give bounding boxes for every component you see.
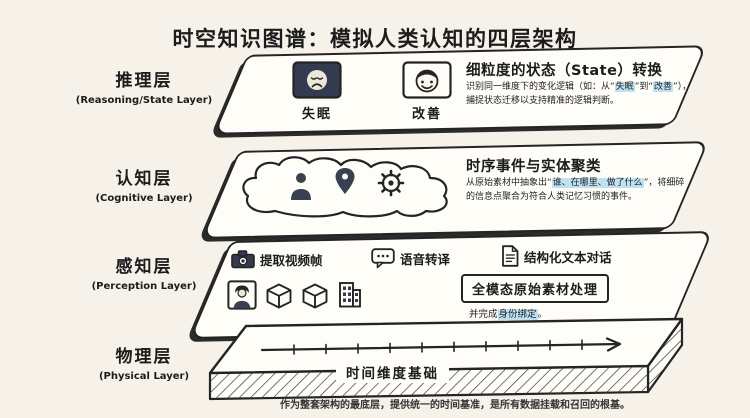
cognitive-description: 从原始素材中抽象出“谁、在哪里、做了什么”，将细碎的信息点聚合为符合人类记忆习惯… <box>466 177 686 205</box>
cognitive-layer-name-cn: 认知层 <box>115 169 173 189</box>
perception-layer-content: 提取视频帧 语音转译 结构化文本对话 <box>225 242 687 330</box>
timeline-axis <box>260 337 622 355</box>
desc-part: 识别同一维度下的变化逻辑（如：从“ <box>466 82 615 92</box>
cube-box-icon <box>302 283 328 309</box>
feature-structured-text: 结构化文本对话 <box>501 245 612 267</box>
note-part: 并完成 <box>469 309 498 320</box>
reasoning-heading: 细粒度的状态（State）转换 <box>466 63 663 79</box>
footer-note: 作为整套架构的最底层，提供统一的时间基准，是所有数据挂载和召回的根基。 <box>280 400 630 411</box>
physical-layer-name-en: (Physical Layer) <box>98 371 190 382</box>
desc-part: ”），捕捉状态迁移以支持精准的逻辑判断。 <box>466 82 692 106</box>
reasoning-layer-content: 失眠 改善 细粒度的状态（State）转换 识别同一维度下的变化逻辑（如：从“失… <box>240 56 692 126</box>
portrait-photo-icon <box>227 280 257 310</box>
state-from-label: 失眠 <box>301 107 332 122</box>
perception-layer-name-en: (Perception Layer) <box>91 281 197 292</box>
document-icon <box>502 245 519 267</box>
page-title: 时空知识图谱：模拟人类认知的四层架构 <box>172 27 578 52</box>
gear-icon <box>377 169 405 197</box>
cognitive-layer-content: 时序事件与实体聚类 从原始素材中抽象出“谁、在哪里、做了什么”，将细碎的信息点聚… <box>235 150 685 230</box>
note-part: 。 <box>537 309 548 320</box>
desc-part-highlight: 失眠 <box>614 82 635 92</box>
feature-label: 提取视频帧 <box>260 253 323 268</box>
perception-layer-name-cn: 感知层 <box>115 257 173 277</box>
person-icon <box>291 173 311 200</box>
improved-face-icon <box>402 61 452 99</box>
reasoning-description: 识别同一维度下的变化逻辑（如：从“失眠”到“改善”），捕捉状态迁移以支持精准的逻… <box>466 81 692 109</box>
timeline-label: 时间维度基础 <box>336 361 449 383</box>
feature-video-frames: 提取视频帧 <box>231 250 323 269</box>
feature-speech-transcription: 语音转译 <box>371 248 450 269</box>
desc-part: ”到“ <box>634 82 654 92</box>
desc-part: ”，将细碎的信息点聚合为符合人类记忆习惯的事件。 <box>466 178 685 202</box>
cube-box-icon <box>266 283 292 309</box>
process-box-label: 全模态原始素材处理 <box>461 274 610 303</box>
memory-cloud-icon <box>242 156 448 218</box>
feature-label: 结构化文本对话 <box>524 249 612 265</box>
insomnia-face-icon <box>292 61 342 99</box>
building-icon <box>339 282 361 308</box>
speech-bubble-icon <box>371 248 395 269</box>
note-part-highlight: 身份绑定 <box>497 309 538 320</box>
reasoning-layer-name-cn: 推理层 <box>115 71 173 91</box>
desc-part-highlight: 谁、在哪里、做了什么 <box>551 178 644 188</box>
desc-part: 从原始素材中抽象出“ <box>466 178 552 188</box>
camera-icon <box>231 250 255 269</box>
reasoning-layer-name-en: (Reasoning/State Layer) <box>75 95 213 106</box>
location-pin-icon <box>335 168 355 194</box>
physical-layer-slab <box>208 317 684 401</box>
perception-layer-label: 感知层 (Perception Layer) <box>64 252 224 292</box>
state-to-label: 改善 <box>411 107 442 122</box>
process-note: 并完成身份绑定。 <box>469 306 547 320</box>
cognitive-heading: 时序事件与实体聚类 <box>466 159 601 175</box>
reasoning-layer-label: 推理层 (Reasoning/State Layer) <box>64 66 224 106</box>
cognitive-layer-label: 认知层 (Cognitive Layer) <box>64 164 224 204</box>
desc-part-highlight: 改善 <box>653 82 674 92</box>
feature-label: 语音转译 <box>400 252 451 267</box>
physical-layer-name-cn: 物理层 <box>115 347 173 367</box>
physical-layer-label: 物理层 (Physical Layer) <box>64 342 224 382</box>
cognitive-layer-name-en: (Cognitive Layer) <box>95 193 193 204</box>
